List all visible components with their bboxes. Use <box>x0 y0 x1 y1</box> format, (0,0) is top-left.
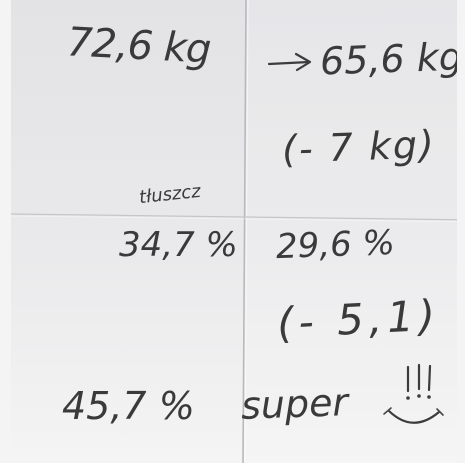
triple-exclamation-icon <box>406 363 432 400</box>
paper-texture <box>11 0 457 463</box>
muscle-percent: 45,7 % <box>62 384 195 428</box>
arrow-right-icon <box>267 52 312 72</box>
weight-diff: (- 7 kg) <box>281 122 437 172</box>
fold-line-vertical <box>242 0 247 463</box>
fold-line-horizontal <box>11 213 457 221</box>
weight-start: 72,6 kg <box>65 19 212 73</box>
weight-end: 65,6 kg <box>319 34 457 84</box>
comment-text: super <box>240 380 349 428</box>
paper-note: 72,6 kg 65,6 kg (- 7 kg) tłuszcz 34,7 % … <box>11 0 457 463</box>
smiley-mouth-icon <box>383 407 444 424</box>
fat-start: 34,7 % <box>119 225 238 265</box>
fat-end: 29,6 % <box>275 222 396 268</box>
fat-diff: (- 5,1) % <box>275 287 457 348</box>
